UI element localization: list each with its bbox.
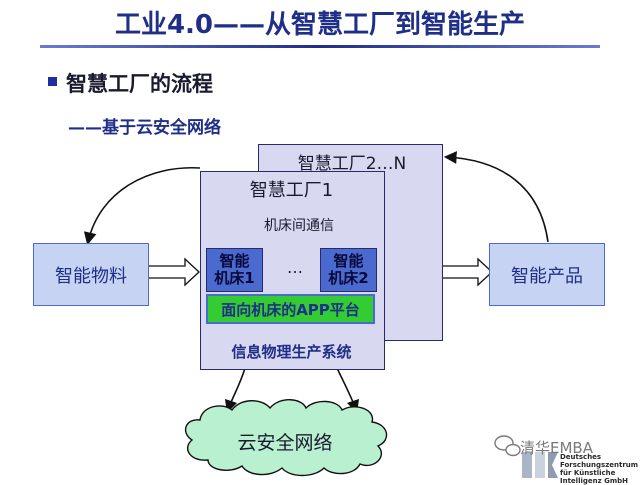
smart-product-box: 智能产品	[489, 243, 605, 306]
section-subheading: ——基于云安全网络	[68, 118, 221, 138]
machine-ellipsis: …	[287, 258, 303, 277]
machine-1-label: 智能 机床1	[214, 252, 255, 287]
watermark-text: 清华EMBA	[520, 439, 593, 457]
section-heading: 智慧工厂的流程	[66, 72, 213, 96]
cloud-shape	[184, 399, 388, 477]
curve-arrow-to-factory	[443, 151, 549, 243]
app-platform-box: 面向机床的APP平台	[206, 294, 375, 324]
factory-1-label: 智慧工厂1	[249, 180, 334, 201]
machine-2-label: 智能 机床2	[328, 252, 369, 287]
cloud-network-label: 云安全网络	[237, 432, 333, 454]
smart-material-box: 智能物料	[33, 243, 149, 306]
bullet-square-icon	[48, 77, 57, 86]
cps-label: 信息物理生产系统	[231, 343, 352, 361]
factory-2-n-label: 智慧工厂2…N	[297, 154, 407, 174]
slide-title: 工业4.0——从智慧工厂到智能生产	[114, 10, 526, 40]
arrow-to-cloud-left	[224, 367, 246, 414]
smart-material-label: 智能物料	[55, 265, 127, 287]
hollow-arrow-in	[146, 257, 200, 287]
wechat-icon	[494, 435, 521, 457]
title-divider	[40, 45, 600, 48]
smart-machine-1: 智能 机床1	[206, 248, 263, 292]
comm-label: 机床间通信	[264, 218, 334, 234]
dfki-logo-text: Deutsches Forschungszentrum für Künstlic…	[560, 453, 639, 485]
smart-product-label: 智能产品	[511, 265, 583, 287]
arrow-to-cloud-right	[336, 367, 360, 414]
curve-arrow-to-material	[83, 167, 201, 246]
app-platform-label: 面向机床的APP平台	[221, 300, 360, 319]
hollow-arrow-out	[440, 257, 493, 287]
smart-machine-2: 智能 机床2	[320, 248, 377, 292]
dfki-logo-icon	[522, 452, 558, 478]
